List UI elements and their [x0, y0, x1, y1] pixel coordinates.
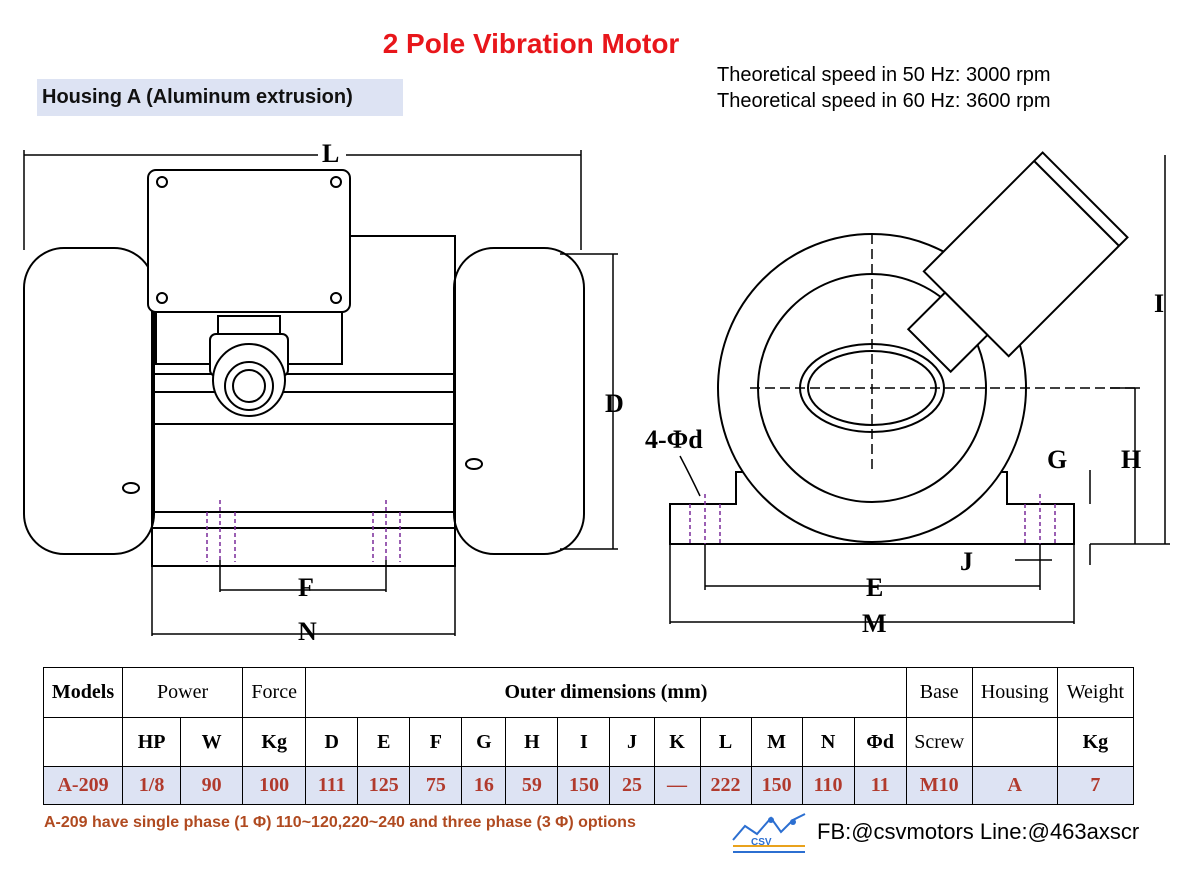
data-cell: 111	[305, 766, 359, 805]
page-title: 2 Pole Vibration Motor	[382, 28, 680, 59]
csv-logo: CSV	[732, 813, 806, 853]
dim-label-i: I	[1154, 289, 1164, 318]
header-outer-dimensions: Outer dimensions (mm)	[305, 667, 907, 718]
mount-hole-icon	[465, 458, 483, 470]
screw-icon	[330, 292, 342, 304]
data-cell: 1/8	[122, 766, 182, 805]
header-force: Force	[242, 667, 307, 718]
dim-label-g: G	[1047, 445, 1067, 474]
subheader-cell: W	[180, 717, 244, 767]
subheader-cell: M	[750, 717, 803, 767]
header-models: Models	[42, 667, 124, 718]
data-cell: 16	[461, 766, 507, 805]
subheader-cell: H	[505, 717, 559, 767]
subheader-cell: J	[609, 717, 655, 767]
dim-label-e: E	[866, 573, 883, 602]
table-subheader-row: HP W Kg D E F G H I J K L M N Φd Screw K…	[42, 717, 1135, 767]
data-cell: 11	[853, 766, 907, 805]
subheader-cell	[971, 717, 1058, 767]
dim-label-m: M	[862, 609, 887, 638]
header-housing: Housing	[971, 667, 1058, 718]
table-header-row: Models Power Force Outer dimensions (mm)…	[42, 667, 1135, 718]
subheader-cell: G	[461, 717, 507, 767]
data-cell: A	[971, 766, 1058, 805]
subheader-cell: Φd	[853, 717, 907, 767]
data-cell: 7	[1056, 766, 1135, 805]
screw-icon	[330, 176, 342, 188]
subheader-cell: E	[357, 717, 411, 767]
data-cell: 25	[609, 766, 655, 805]
subheader-cell: Screw	[905, 717, 973, 767]
spec-table: Models Power Force Outer dimensions (mm)…	[42, 667, 1135, 805]
data-cell: M10	[905, 766, 973, 805]
technical-drawing: L D F N I H G J E M 4-Φd	[23, 139, 1170, 646]
data-cell: 59	[505, 766, 559, 805]
footnote: A-209 have single phase (1 Φ) 110~120,22…	[44, 814, 636, 831]
right-end-cap	[453, 247, 585, 555]
header-power: Power	[122, 667, 244, 718]
subheader-cell: Kg	[1056, 717, 1135, 767]
data-cell: 222	[699, 766, 752, 805]
subheader-cell: F	[409, 717, 463, 767]
side-cable-gland	[906, 291, 989, 374]
header-base: Base	[905, 667, 973, 718]
contact-info: FB:@csvmotors Line:@463axscr	[817, 819, 1140, 844]
data-cell: 150	[557, 766, 611, 805]
mount-hole-icon	[122, 482, 140, 494]
dim-label-l: L	[322, 139, 339, 168]
subheader-cell: N	[801, 717, 855, 767]
subheader-cell: L	[699, 717, 752, 767]
dim-label-n: N	[298, 617, 317, 646]
speed-50hz: Theoretical speed in 50 Hz: 3000 rpm	[717, 64, 1051, 86]
data-cell: 75	[409, 766, 463, 805]
data-cell: 100	[242, 766, 307, 805]
subheader-cell: Kg	[242, 717, 307, 767]
subheader-cell: HP	[122, 717, 182, 767]
logo-text: CSV	[751, 837, 772, 848]
subheader-cell: D	[305, 717, 359, 767]
data-cell: A-209	[42, 766, 124, 805]
subheader-cell: K	[653, 717, 701, 767]
housing-label: Housing A (Aluminum extrusion)	[37, 79, 403, 116]
data-cell: 90	[180, 766, 244, 805]
header-weight: Weight	[1056, 667, 1135, 718]
data-cell: 125	[357, 766, 411, 805]
subheader-cell	[42, 717, 124, 767]
dim-label-f: F	[298, 573, 314, 602]
terminal-box	[147, 169, 351, 313]
screw-icon	[156, 176, 168, 188]
data-cell: 110	[801, 766, 855, 805]
subheader-cell: I	[557, 717, 611, 767]
table-row: A-209 1/8 90 100 111 125 75 16 59 150 25…	[42, 766, 1135, 805]
dim-label-holes: 4-Φd	[645, 425, 703, 454]
left-end-cap	[23, 247, 155, 555]
dim-label-d: D	[605, 389, 624, 418]
dim-label-j: J	[960, 547, 973, 576]
screw-icon	[156, 292, 168, 304]
data-cell: 150	[750, 766, 803, 805]
speed-60hz: Theoretical speed in 60 Hz: 3600 rpm	[717, 90, 1051, 112]
data-cell: —	[653, 766, 701, 805]
dim-label-h: H	[1121, 445, 1141, 474]
